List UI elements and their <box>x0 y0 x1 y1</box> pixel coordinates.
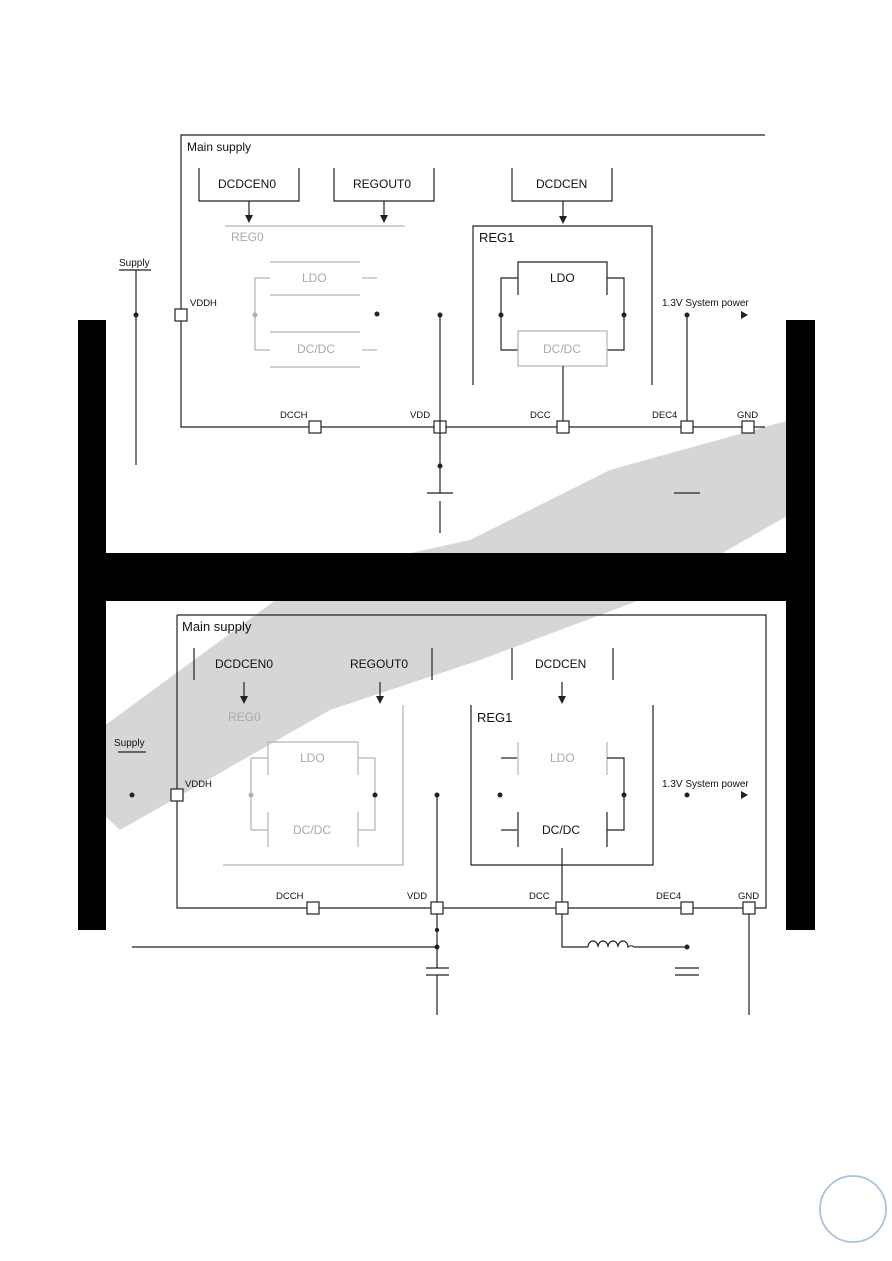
arrow-icon <box>559 216 567 224</box>
dcdcen-label: DCDCEN <box>535 657 586 671</box>
regout0-label: REGOUT0 <box>353 177 411 191</box>
dcdcen-label: DCDCEN <box>536 177 587 191</box>
ldo1-label: LDO <box>550 751 575 765</box>
dcdc0-label: DC/DC <box>293 823 331 837</box>
pin-vddh: VDDH <box>185 779 212 790</box>
frame-bars <box>78 320 815 930</box>
arrow-icon <box>380 215 388 223</box>
reg1-label: REG1 <box>479 230 514 245</box>
main-supply-frame <box>177 614 767 909</box>
system-power-label: 1.3V System power <box>662 298 749 309</box>
main-supply-frame <box>180 134 765 428</box>
regout0-label: REGOUT0 <box>350 657 408 671</box>
supply-label: Supply <box>119 258 150 269</box>
arrow-icon <box>741 311 748 319</box>
inductor-icon <box>587 940 635 949</box>
arrow-icon <box>245 215 253 223</box>
reg1-label: REG1 <box>477 710 512 725</box>
page-number-circle <box>819 1175 887 1243</box>
system-power-label: 1.3V System power <box>662 779 749 790</box>
pin-dcch: DCCH <box>276 891 304 902</box>
dcdc1-label: DC/DC <box>543 342 581 356</box>
ldo0-label: LDO <box>300 751 325 765</box>
pin-dcc: DCC <box>530 410 551 421</box>
arrow-icon <box>558 696 566 704</box>
main-supply-label: Main supply <box>182 619 252 634</box>
reg0-label: REG0 <box>231 230 264 244</box>
arrow-icon <box>240 696 248 704</box>
ldo0-label: LDO <box>302 271 327 285</box>
pin-dcch: DCCH <box>280 410 308 421</box>
dcdcen0-label: DCDCEN0 <box>218 177 276 191</box>
arrow-icon <box>741 791 748 799</box>
pin-vdd: VDD <box>407 891 427 902</box>
pin-dec4: DEC4 <box>656 891 681 902</box>
dcdc1-label: DC/DC <box>542 823 580 837</box>
pin-dcc: DCC <box>529 891 550 902</box>
ldo1-label: LDO <box>550 271 575 285</box>
watermark <box>78 420 815 830</box>
dcdcen0-label: DCDCEN0 <box>215 657 273 671</box>
main-supply-label: Main supply <box>187 140 251 154</box>
pin-gnd: GND <box>738 891 759 902</box>
diagram-2: Main supply DCDCEN0 REGOUT0 REG0 LDO DC/… <box>114 614 767 1015</box>
reg0-label: REG0 <box>228 710 261 724</box>
dcdc0-label: DC/DC <box>297 342 335 356</box>
pin-vddh: VDDH <box>190 298 217 309</box>
supply-label: Supply <box>114 738 145 749</box>
diagram-1: Main supply DCDCEN0 REGOUT0 REG0 LDO DC/… <box>119 134 765 533</box>
pin-vdd: VDD <box>410 410 430 421</box>
arrow-icon <box>376 696 384 704</box>
pin-dec4: DEC4 <box>652 410 677 421</box>
pin-gnd: GND <box>737 410 758 421</box>
